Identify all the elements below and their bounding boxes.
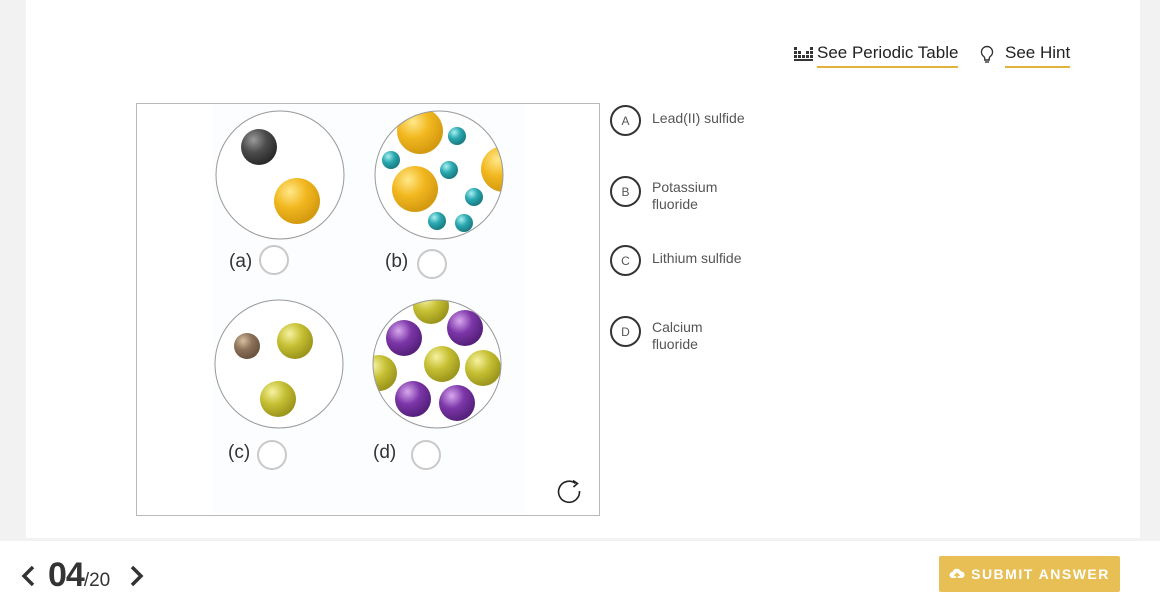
choice-c[interactable]: C Lithium sulfide (610, 245, 772, 276)
total-questions: /20 (83, 570, 111, 591)
choice-a[interactable]: A Lead(II) sulfide (610, 105, 772, 136)
reset-icon[interactable] (555, 477, 583, 505)
choice-d[interactable]: D Calcium fluoride (610, 316, 732, 353)
question-counter: 04/20 (48, 556, 110, 595)
part-b-label: (b) (385, 251, 409, 272)
see-hint-label: See Hint (1005, 43, 1071, 68)
cloud-upload-icon (949, 568, 965, 580)
previous-question-icon[interactable] (18, 563, 38, 589)
part-c-radio[interactable] (257, 440, 287, 470)
choice-d-badge: D (610, 316, 641, 347)
choice-c-text: Lithium sulfide (652, 250, 742, 266)
choice-c-badge: C (610, 245, 641, 276)
choice-b[interactable]: B Potassium fluoride (610, 176, 732, 213)
choice-a-text: Lead(II) sulfide (652, 110, 745, 126)
part-c-label: (c) (228, 442, 251, 463)
particle-box-c (214, 299, 344, 429)
question-figure: (a) (b) (c) (d) (136, 103, 600, 516)
see-periodic-table-label: See Periodic Table (817, 43, 959, 68)
see-periodic-table-link[interactable]: See Periodic Table (794, 42, 959, 68)
part-d-label: (d) (373, 442, 397, 463)
part-b-radio[interactable] (417, 249, 447, 279)
choice-b-badge: B (610, 176, 641, 207)
particle-box-b (374, 110, 504, 240)
see-hint-link[interactable]: See Hint (979, 42, 1071, 68)
particle-box-d (372, 299, 502, 429)
next-question-icon[interactable] (127, 563, 147, 589)
part-a-label: (a) (229, 251, 253, 272)
part-d-radio[interactable] (411, 440, 441, 470)
choice-a-badge: A (610, 105, 641, 136)
periodic-table-icon (794, 47, 813, 61)
choice-d-text: Calcium fluoride (652, 319, 703, 352)
submit-answer-label: SUBMIT ANSWER (971, 566, 1110, 582)
lightbulb-icon (980, 45, 994, 63)
part-a-radio[interactable] (259, 245, 289, 275)
particle-box-a (215, 110, 345, 240)
choice-b-text: Potassium fluoride (652, 179, 718, 212)
submit-answer-button[interactable]: SUBMIT ANSWER (939, 556, 1120, 592)
current-question-number: 04 (48, 556, 85, 594)
